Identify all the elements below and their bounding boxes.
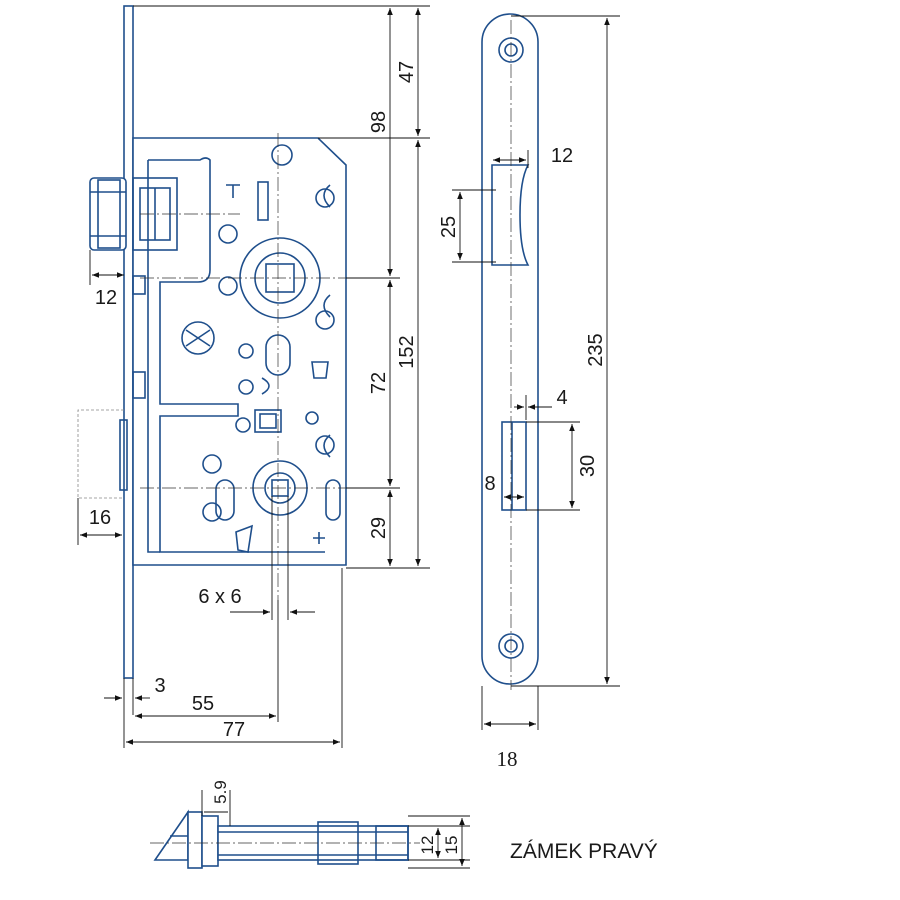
dim-77: 77 (223, 719, 245, 741)
dim-47: 47 (396, 61, 418, 83)
strike-plate (481, 13, 539, 690)
dim-12-latch: 12 (95, 287, 117, 309)
dim-16: 16 (89, 507, 111, 529)
dim-5-9: 5.9 (211, 780, 230, 804)
dim-6x6: 6 x 6 (198, 586, 241, 608)
inner-frame (148, 157, 325, 553)
dim-235: 235 (585, 333, 607, 366)
dim-29: 29 (368, 517, 390, 539)
dim-4: 4 (556, 387, 567, 409)
screw-icon (181, 321, 215, 355)
dim-18: 18 (497, 747, 518, 771)
bottom-view (150, 809, 420, 869)
strike-dimensions: 235 12 25 4 30 8 18 (438, 15, 620, 771)
bottom-dimensions: 5.9 12 15 (201, 780, 470, 869)
dim-15: 15 (442, 836, 461, 855)
caption: ZÁMEK PRAVÝ (510, 840, 658, 863)
latch-bolt (89, 177, 178, 251)
faceplate (123, 5, 134, 679)
dim-152: 152 (396, 335, 418, 368)
dim-3: 3 (154, 675, 165, 697)
front-view (77, 5, 350, 679)
dim-12-bolt: 12 (418, 836, 437, 855)
dim-30: 30 (577, 455, 599, 477)
front-dimensions: 47 98 152 72 29 12 16 6 x 6 3 55 (77, 5, 430, 748)
dim-98: 98 (368, 111, 390, 133)
mount-hole (271, 144, 293, 166)
dim-25: 25 (438, 216, 460, 238)
dim-12-plate: 12 (551, 145, 573, 167)
dim-72: 72 (368, 372, 390, 394)
dim-8: 8 (484, 473, 495, 495)
dim-55: 55 (192, 693, 214, 715)
